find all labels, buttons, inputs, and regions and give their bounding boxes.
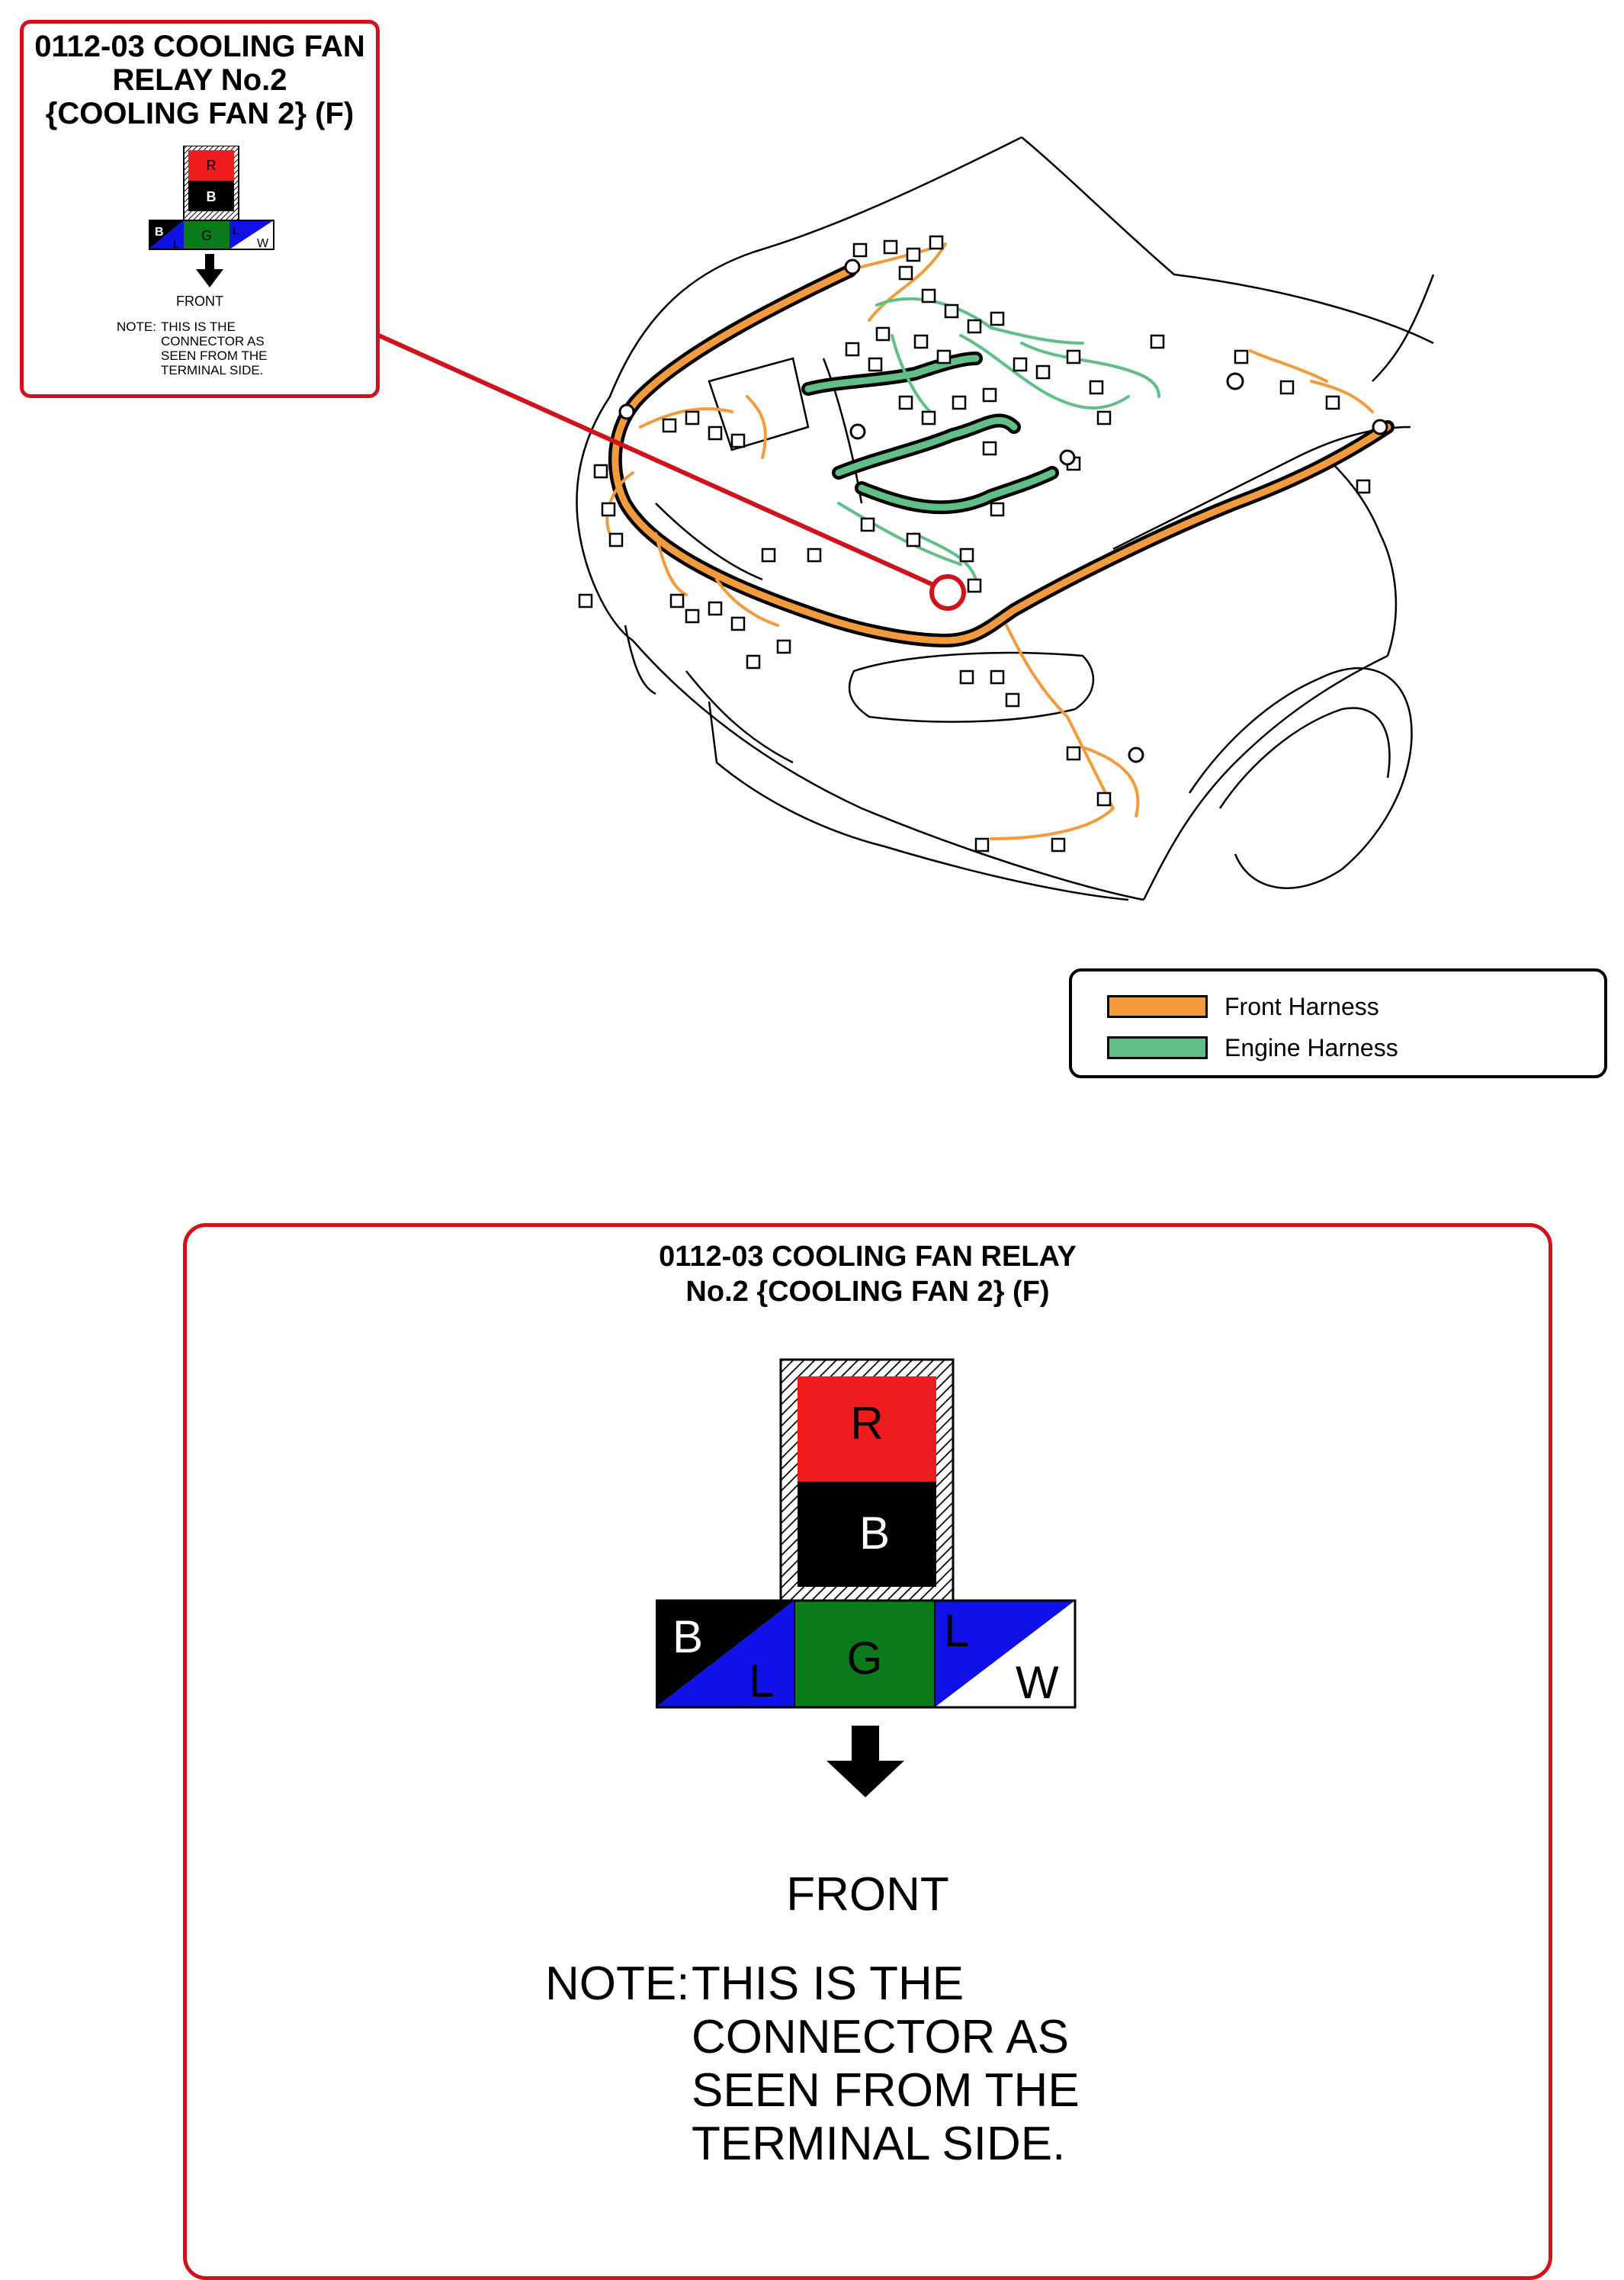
callout-title: 0112-03 COOLING FAN RELAY No.2 {COOLING …	[659, 1241, 1077, 1308]
terminal-lower-1b	[656, 1601, 794, 1707]
front-label: FRONT	[176, 294, 223, 309]
engine-harness-route	[801, 297, 1160, 581]
connector-diagram-enlarged: R B B L G L W	[656, 1358, 1077, 1797]
relay-callout-enlarged: 0112-03 COOLING FAN RELAY No.2 {COOLING …	[183, 1223, 1552, 2280]
connector-diagram-small: R B B L G L W	[149, 146, 274, 287]
legend-label: Engine Harness	[1224, 1033, 1398, 1061]
terminal-lower-2	[794, 1601, 935, 1707]
terminal-lower-1a-label: B	[155, 226, 164, 239]
terminal-lower-3b	[229, 220, 274, 249]
terminal-upper-1-label: R	[850, 1398, 883, 1449]
legend-item-engine-harness: Engine Harness	[1107, 1032, 1398, 1063]
relay-location-marker	[929, 574, 966, 611]
legend-label: Front Harness	[1224, 992, 1379, 1020]
terminal-lower-1b-label: L	[173, 238, 179, 250]
legend-item-front-harness: Front Harness	[1107, 991, 1379, 1022]
terminal-lower-2-label: G	[201, 228, 212, 243]
terminal-lower-3a-label: L	[944, 1605, 969, 1656]
note-label: NOTE:	[545, 1957, 690, 2010]
front-arrow-icon	[196, 254, 223, 287]
connector-markers	[578, 235, 1371, 853]
terminal-lower-3a-label: L	[233, 224, 239, 236]
terminal-upper-2-label: B	[859, 1508, 890, 1559]
terminal-upper-1	[188, 150, 234, 181]
front-harness-route	[605, 242, 1395, 840]
terminal-lower-2-label: G	[847, 1633, 883, 1684]
note-text: THIS IS THE CONNECTOR AS SEEN FROM THE T…	[161, 320, 268, 377]
terminal-lower-3b-label: W	[257, 237, 269, 250]
front-label: FRONT	[786, 1868, 949, 1921]
callout-leader-line	[377, 333, 933, 586]
terminal-lower-1b-label: L	[749, 1655, 774, 1707]
car-body-outline	[576, 136, 1435, 901]
terminal-upper-2	[798, 1482, 936, 1587]
terminal-lower-3b	[935, 1601, 1075, 1707]
relay-callout-small: 0112-03 COOLING FAN RELAY No.2 {COOLING …	[20, 20, 380, 398]
terminal-lower-2	[184, 220, 229, 249]
grommet-markers	[618, 259, 1388, 763]
vehicle-harness-illustration	[377, 136, 1435, 901]
terminal-upper-1	[798, 1376, 936, 1482]
front-arrow-icon	[826, 1726, 904, 1797]
terminal-upper-1-label: R	[207, 158, 217, 173]
harness-legend: Front Harness Engine Harness	[1069, 968, 1607, 1078]
terminal-lower-3b-label: W	[1016, 1657, 1059, 1708]
note-text: THIS IS THE CONNECTOR AS SEEN FROM THE T…	[692, 1957, 1080, 2170]
terminal-lower-1b	[149, 220, 184, 249]
terminal-upper-2	[188, 181, 234, 211]
legend-swatch	[1107, 1036, 1208, 1059]
legend-swatch	[1107, 995, 1208, 1018]
note-label: NOTE:	[117, 320, 156, 334]
terminal-lower-1a-label: B	[672, 1611, 703, 1662]
terminal-upper-2-label: B	[207, 189, 217, 204]
callout-title: 0112-03 COOLING FAN RELAY No.2 {COOLING …	[34, 30, 365, 130]
